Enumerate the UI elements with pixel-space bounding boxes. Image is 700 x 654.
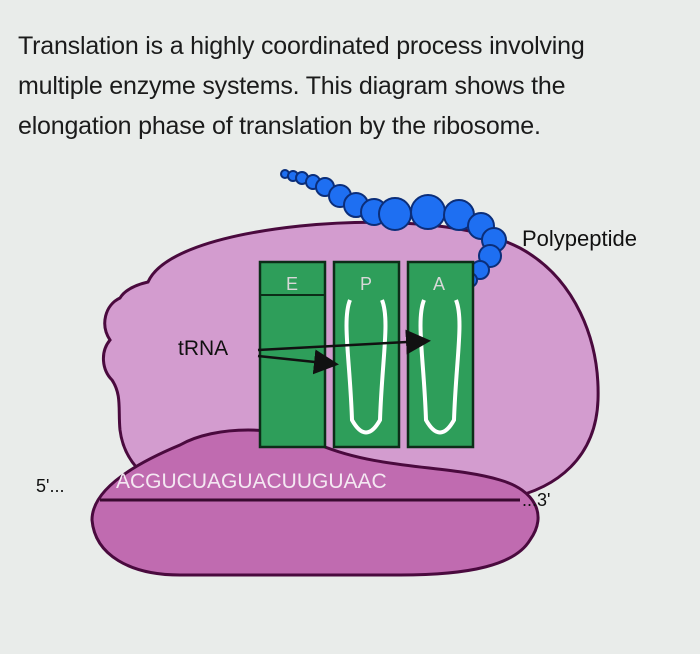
site-a: A bbox=[406, 260, 475, 449]
intro-line-1: Translation is a highly coordinated proc… bbox=[18, 32, 585, 60]
site-e-label: E bbox=[286, 274, 298, 294]
site-p-label: P bbox=[360, 274, 372, 294]
polypeptide-label: Polypeptide bbox=[522, 226, 637, 251]
amino-acid-bead bbox=[378, 197, 412, 231]
five-prime-label: 5'... bbox=[36, 476, 64, 496]
trna-arrow-a bbox=[257, 329, 431, 355]
trna-arrow-p bbox=[257, 349, 339, 375]
three-prime-label: ...3' bbox=[522, 490, 550, 510]
intro-line-2: multiple enzyme systems. This diagram sh… bbox=[18, 72, 566, 100]
intro-text: Translation is a highly coordinated proc… bbox=[18, 26, 678, 146]
trna-p-site bbox=[344, 299, 388, 435]
site-e: E bbox=[258, 260, 327, 449]
mrna-sequence: ACGUCUAGUACUUGUAAC bbox=[116, 470, 387, 493]
site-p: P bbox=[332, 260, 401, 449]
intro-line-3: elongation phase of translation by the r… bbox=[18, 112, 541, 140]
site-a-label: A bbox=[433, 274, 445, 294]
amino-acid-bead bbox=[410, 194, 446, 230]
trna-label: tRNA bbox=[178, 337, 228, 360]
